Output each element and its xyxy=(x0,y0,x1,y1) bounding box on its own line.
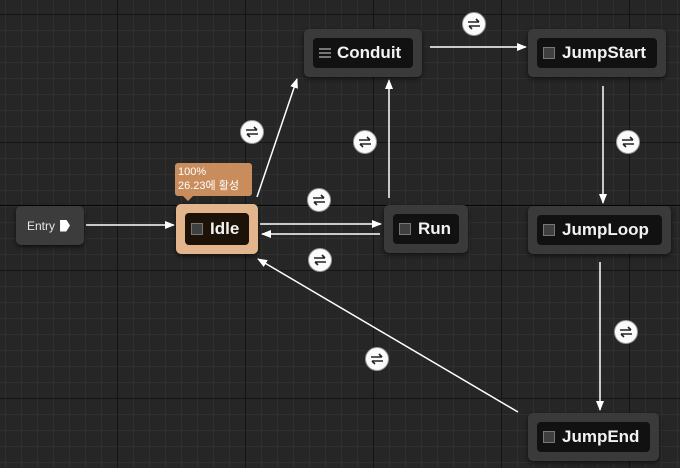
wire-idle-to-conduit xyxy=(256,78,298,198)
transition-rule-icon[interactable] xyxy=(616,130,640,154)
transition-rule-icon[interactable] xyxy=(365,347,389,371)
active-state-tooltip: 100% 26.23에 활성 xyxy=(175,163,252,201)
state-node-jumpstart[interactable]: JumpStart xyxy=(528,29,666,77)
state-label-jumpend: JumpEnd xyxy=(562,427,640,446)
state-label-idle: Idle xyxy=(210,219,240,238)
tooltip-weight: 100% xyxy=(178,166,207,178)
state-icon xyxy=(399,223,411,235)
transition-rule-icon[interactable] xyxy=(614,320,638,344)
state-icon xyxy=(543,431,555,443)
state-icon xyxy=(543,47,555,59)
state-node-jumpend[interactable]: JumpEnd xyxy=(528,413,659,461)
conduit-node[interactable]: Conduit xyxy=(304,29,422,77)
state-node-run[interactable]: Run xyxy=(384,205,468,253)
state-icon xyxy=(191,223,203,235)
transition-rule-icon[interactable] xyxy=(307,188,331,212)
transition-rule-icon[interactable] xyxy=(353,130,377,154)
state-label-jumpstart: JumpStart xyxy=(562,43,647,62)
state-label-jumploop: JumpLoop xyxy=(562,220,649,239)
state-icon xyxy=(543,224,555,236)
transition-rule-icon[interactable] xyxy=(308,248,332,272)
transition-rule-icon[interactable] xyxy=(240,120,264,144)
state-label-conduit: Conduit xyxy=(337,43,402,62)
wire-jumpend-to-idle xyxy=(257,258,519,413)
tooltip-active-time: 26.23에 활성 xyxy=(178,180,239,192)
entry-node[interactable]: Entry xyxy=(16,206,84,245)
state-node-jumploop[interactable]: JumpLoop xyxy=(528,206,671,254)
transition-rule-icon[interactable] xyxy=(462,12,486,36)
entry-label: Entry xyxy=(27,218,56,233)
state-node-idle[interactable]: Idle xyxy=(176,204,258,254)
entry-output-pin-icon[interactable] xyxy=(60,219,71,232)
conduit-icon xyxy=(319,47,331,59)
state-label-run: Run xyxy=(418,219,452,238)
grid-origin-line-horizontal xyxy=(0,205,680,206)
